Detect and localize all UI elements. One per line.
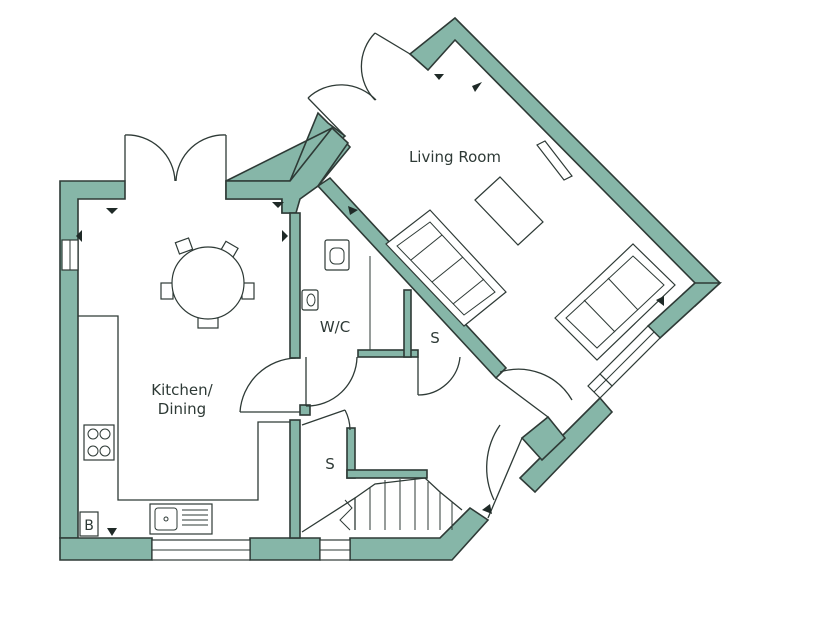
wall-kitchen-hall-upper bbox=[289, 212, 301, 359]
staircase-icon bbox=[301, 477, 463, 533]
kitchen-worktop bbox=[78, 315, 290, 501]
internal-walls bbox=[289, 176, 508, 539]
wall-wc-bottom bbox=[357, 349, 419, 358]
toilet-icon bbox=[324, 239, 350, 271]
windows bbox=[61, 239, 661, 561]
sofa-icon bbox=[385, 209, 507, 327]
sofa-icon bbox=[554, 243, 676, 361]
external-walls bbox=[59, 16, 723, 561]
door-swing-icon bbox=[305, 356, 358, 407]
coffee-table bbox=[474, 176, 544, 246]
wall-bottom-right bbox=[349, 506, 490, 561]
door-swing-icon bbox=[307, 32, 411, 137]
door-swing-icon bbox=[239, 357, 300, 413]
door-swing-icon bbox=[486, 424, 523, 519]
wall-store-vertical bbox=[403, 289, 412, 358]
basin-icon bbox=[301, 289, 319, 311]
door-swing-icon bbox=[417, 356, 461, 396]
dining-table-icon bbox=[160, 237, 255, 329]
wall-hall-top bbox=[299, 404, 311, 416]
room-label-kitchen-2: Dining bbox=[158, 400, 206, 418]
wall-diagonal-internal bbox=[316, 176, 508, 380]
room-label-wc: W/C bbox=[320, 318, 350, 336]
wall-store2-bottom bbox=[346, 469, 428, 479]
room-label-living: Living Room bbox=[409, 148, 501, 166]
room-label-store-1: S bbox=[430, 329, 440, 347]
door-swing-icon bbox=[124, 134, 227, 182]
door-swing-icon bbox=[495, 368, 573, 418]
wall-bottom-mid bbox=[249, 537, 321, 561]
radiator-arrow-icon bbox=[76, 74, 664, 536]
tv-icon bbox=[536, 140, 573, 181]
wall-entrance-right bbox=[520, 415, 567, 462]
wall-kitchen-bottom bbox=[59, 537, 153, 561]
room-label-store-2: S bbox=[325, 455, 335, 473]
doors bbox=[124, 32, 573, 519]
hob-icon bbox=[83, 424, 115, 461]
room-label-kitchen-1: Kitchen/ bbox=[151, 381, 213, 399]
boiler-box bbox=[79, 511, 99, 537]
door-swing-icon bbox=[301, 409, 351, 431]
sink-icon bbox=[149, 503, 213, 535]
wall-kitchen-hall-lower bbox=[289, 419, 301, 539]
boiler-label: B bbox=[84, 518, 94, 534]
wall-kitchen-left bbox=[59, 180, 126, 539]
